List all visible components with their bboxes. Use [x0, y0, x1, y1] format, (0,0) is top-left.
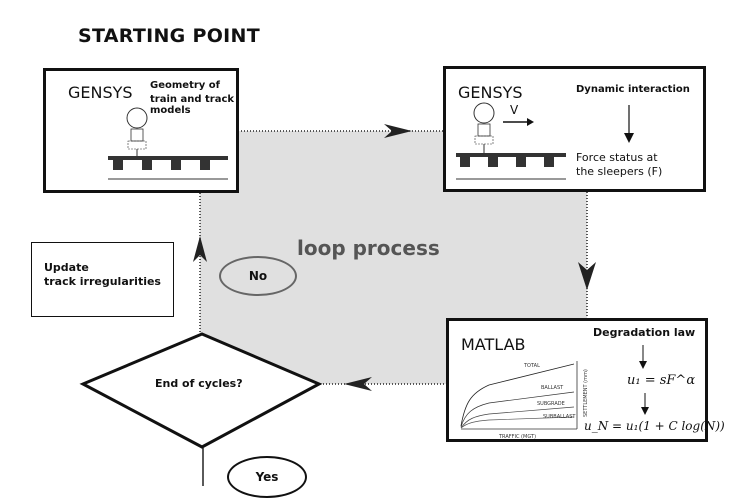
yes-branch-label: Yes — [227, 456, 307, 498]
update-label-line1: Update — [44, 261, 89, 274]
geometry-caption-line2: train and track models — [150, 94, 235, 116]
matlab-tool-label: MATLAB — [461, 335, 526, 354]
arrow-right-icon — [384, 124, 412, 138]
arrow-down-icon — [578, 262, 596, 290]
chart-ylabel: SETTLEMENT (mm) — [583, 369, 589, 417]
chart-xlabel: TRAFFIC (MGT) — [498, 434, 536, 440]
degradation-law-heading: Degradation law — [593, 326, 696, 339]
gensys-geometry-box: GENSYS Geometry of train and track model… — [43, 68, 239, 193]
formula-uN: u_N = u₁(1 + C log(N)) — [584, 419, 725, 433]
update-irregularities-box: Update track irregularities — [31, 242, 174, 317]
curve-label-ballast: BALLAST — [541, 385, 564, 391]
settlement-chart: TOTAL BALLAST SUBGRADE SUBBALLAST TRAFFI… — [460, 345, 649, 440]
loop-process-label: loop process — [297, 236, 440, 260]
no-branch-label: No — [219, 256, 297, 296]
dynamic-interaction-heading: Dynamic interaction — [576, 84, 690, 95]
velocity-label: V — [510, 103, 519, 117]
end-of-cycles-decision — [79, 332, 323, 449]
gensys-dynamic-box: GENSYS Dynamic interaction V Force statu… — [443, 66, 706, 192]
arrow-left-icon — [344, 377, 372, 391]
curve-label-subgrade: SUBGRADE — [537, 401, 565, 407]
page-title: STARTING POINT — [78, 25, 261, 47]
force-status-line1: Force status at — [576, 151, 658, 164]
gensys-tool-label: GENSYS — [458, 83, 523, 102]
update-label-line2: track irregularities — [44, 275, 161, 288]
arrow-up-icon — [193, 236, 207, 262]
flow-connectors — [193, 124, 596, 486]
matlab-degradation-box: MATLAB Degradation law u₁ = sF^α u_N = u… — [446, 318, 725, 442]
geometry-caption-line1: Geometry of — [150, 80, 220, 91]
formula-u1: u₁ = sF^α — [627, 373, 696, 388]
gensys-tool-label: GENSYS — [68, 83, 133, 102]
train-motion-model-icon — [456, 102, 634, 180]
curve-label-subballast: SUBBALLAST — [543, 414, 576, 420]
curve-label-total: TOTAL — [523, 363, 540, 369]
train-track-model-icon — [108, 107, 228, 180]
force-status-line2: the sleepers (F) — [576, 165, 663, 178]
decision-label: End of cycles? — [155, 377, 243, 390]
